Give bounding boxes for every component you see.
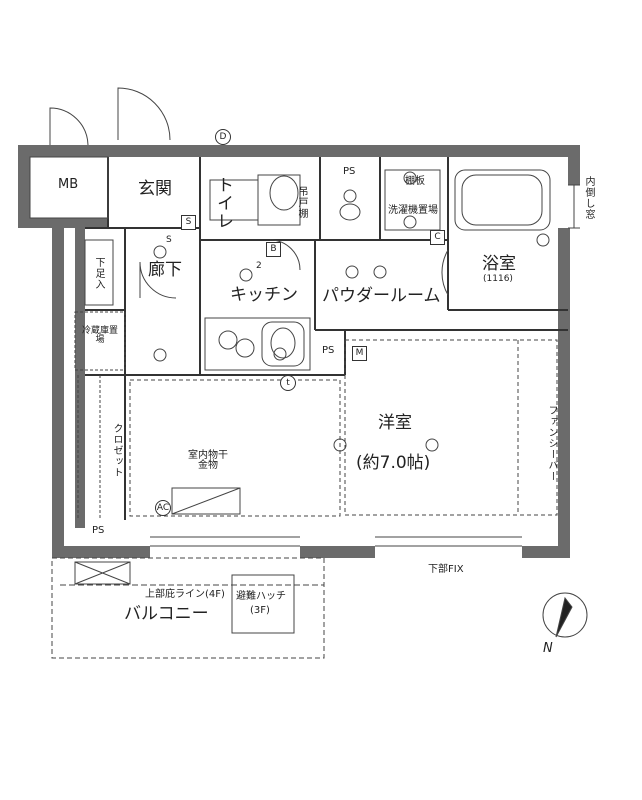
washer-label: 洗濯機置場 [388,205,438,216]
bathroom-label: 浴室 [482,254,516,274]
shelf-label: 吊戸棚 [296,186,307,219]
powder-room-label: パウダールーム [322,286,441,306]
s-light-label: S [166,235,172,245]
fridge-area-label: 冷蔵庫置場 [81,326,118,345]
interior-walls [85,157,568,520]
western-room-size-label: (約7.0帖) [356,453,431,473]
ps-mid-label: PS [322,345,335,356]
t-marker: t [280,375,296,391]
entrance-label: 玄関 [138,179,172,199]
s-box-marker: S [181,215,196,230]
two-label: 2 [256,261,262,271]
d-marker: D [215,129,231,145]
toilet-label: トイレ [213,176,233,230]
compass-north-label: N [543,641,553,656]
ps-top-label: PS [343,166,356,177]
ps-bottom-label: PS [92,525,105,536]
c-box-marker: C [430,230,445,245]
upper-eave-label: 上部庇ライン(4F) [145,589,225,600]
meter-box: M [352,346,367,361]
exterior-walls [18,145,580,558]
shelf-board-label: 棚板 [405,176,425,187]
inner-window-label: 内倒し窓 [583,176,594,220]
b-box-marker: B [266,242,281,257]
detail-lines [29,87,588,659]
ac-marker: AC [155,500,171,516]
bathroom-size-label: (1116) [483,274,513,284]
closet-label: クロゼット [111,423,122,478]
kitchen-label: キッチン [230,285,298,305]
evac-hatch-floor-label: (3F) [250,605,270,616]
mb-label: MB [58,177,79,192]
lower-fix-label: 下部FIX [428,564,464,575]
shoe-storage-label: 下足入 [93,257,104,290]
western-room-label: 洋室 [378,413,412,433]
indoor-dryer-label: 室内物干金物 [188,450,228,471]
evac-hatch-label: 避難ハッチ [236,591,286,602]
fan-beam-label: ファンシーバー [546,405,557,482]
hallway-label: 廊下 [148,260,182,280]
balcony-label: バルコニー [124,604,209,624]
